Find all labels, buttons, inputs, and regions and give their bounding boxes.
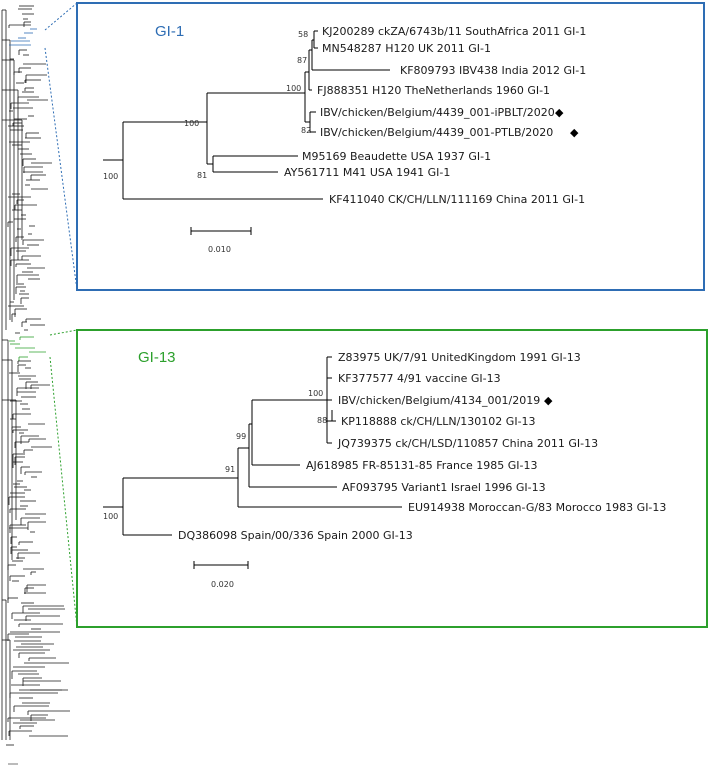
leaf-label: Z83975 UK/7/91 UnitedKingdom 1991 GI-13	[338, 351, 581, 364]
leaf-label: DQ386098 Spain/00/336 Spain 2000 GI-13	[178, 529, 413, 542]
bootstrap-value: 82	[301, 126, 311, 135]
leaf-label: AF093795 Variant1 Israel 1996 GI-13	[342, 481, 546, 494]
diamond-icon: ◆	[570, 126, 579, 139]
gi1-zoom-line-top	[44, 2, 78, 31]
leaf-label: KJ200289 ckZA/6743b/11 SouthAfrica 2011 …	[322, 25, 586, 38]
diamond-icon: ◆	[544, 394, 553, 407]
bootstrap-value: 100	[184, 119, 199, 128]
gi13-zoom-line-top	[49, 329, 78, 336]
bootstrap-value: 87	[297, 56, 307, 65]
bootstrap-value: 100	[308, 389, 323, 398]
leaf-label: JQ739375 ck/CH/LSD/110857 China 2011 GI-…	[337, 437, 598, 450]
leaf-label: FJ888351 H120 TheNetherlands 1960 GI-1	[317, 84, 550, 97]
leaf-label: KF809793 IBV438 India 2012 GI-1	[400, 64, 586, 77]
leaf-label: KP118888 ck/CH/LLN/130102 GI-13	[341, 415, 536, 428]
leaf-label: KF377577 4/91 vaccine GI-13	[338, 372, 501, 385]
bootstrap-value: 58	[298, 30, 308, 39]
bootstrap-value: 100	[103, 172, 118, 181]
overview-tree	[1, 5, 70, 746]
bootstrap-value: 100	[286, 84, 301, 93]
gi1-title: GI-1	[155, 23, 184, 40]
bootstrap-value: 91	[225, 465, 235, 474]
bootstrap-value: 99	[236, 432, 246, 441]
gi1-zoom-line-bottom	[44, 47, 78, 291]
gi13-title: GI-13	[138, 349, 176, 366]
leaf-label: IBV/chicken/Belgium/4134_001/2019	[338, 394, 540, 407]
leaf-label: EU914938 Moroccan-G/83 Morocco 1983 GI-1…	[408, 501, 666, 514]
gi13-branches	[103, 356, 402, 536]
gi1-scale-bar: 0.010	[190, 227, 252, 254]
gi13-inset: GI-13 Z83975 UK/7/91 UnitedKingd	[76, 329, 708, 628]
gi1-branches	[103, 30, 390, 200]
leaf-label: IBV/chicken/Belgium/4439_001-iPBLT/2020	[320, 106, 555, 119]
gi1-frame	[76, 2, 705, 291]
gi1-scale-label: 0.010	[208, 245, 231, 254]
bootstrap-value: 81	[197, 171, 207, 180]
gi1-inset: GI-1	[76, 2, 705, 291]
leaf-label: AY561711 M41 USA 1941 GI-1	[284, 166, 450, 179]
gi13-zoom-line-bottom	[49, 356, 78, 628]
leaf-label: AJ618985 FR-85131-85 France 1985 GI-13	[306, 459, 538, 472]
leaf-label: MN548287 H120 UK 2011 GI-1	[322, 42, 491, 55]
bootstrap-value: 88	[317, 416, 327, 425]
leaf-label: IBV/chicken/Belgium/4439_001-PTLB/2020	[320, 126, 553, 139]
gi13-scale-bar: 0.020	[193, 561, 249, 589]
leaf-label: M95169 Beaudette USA 1937 GI-1	[302, 150, 491, 163]
diamond-icon: ◆	[555, 106, 564, 119]
leaf-label: KF411040 CK/CH/LLN/111169 China 2011 GI-…	[329, 193, 585, 206]
gi13-scale-label: 0.020	[211, 580, 234, 589]
bootstrap-value: 100	[103, 512, 118, 521]
